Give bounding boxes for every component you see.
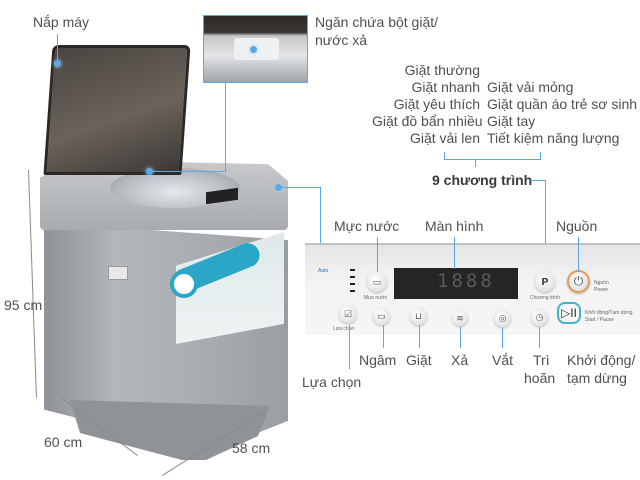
wash-button[interactable]: ⊔	[410, 308, 427, 325]
lid-label: Nắp máy	[33, 14, 90, 30]
rinse-callout: Xả	[451, 352, 469, 368]
select-callout-line	[349, 325, 350, 369]
select-callout: Lựa chọn	[302, 374, 362, 390]
soak-button[interactable]: ▭	[373, 308, 390, 325]
promo-logo-icon	[170, 270, 198, 298]
program-item: Giặt thường	[404, 62, 480, 78]
play-pause-icon: ▷II	[561, 306, 577, 320]
dispenser-callout-dot	[146, 168, 153, 175]
programs-callout-horizontal	[530, 180, 546, 181]
dispenser-inset-dot	[250, 46, 257, 53]
water-level-callout-line	[377, 237, 378, 272]
select-button[interactable]: ☑	[339, 305, 357, 323]
select-button-label: Lựa chọn	[333, 326, 355, 332]
power-callout-line	[578, 237, 579, 272]
power-button-label: Nguồn	[594, 280, 609, 286]
water-level-button-label: Mực nước	[364, 295, 388, 301]
start-pause-sublabel: Start / Pause	[585, 317, 614, 323]
water-level-button[interactable]: ▭	[367, 272, 387, 292]
side-label-tag	[108, 266, 128, 280]
delay-callout-line	[539, 327, 540, 348]
height-dimension-line	[28, 169, 37, 398]
water-level-bar	[350, 283, 355, 285]
program-item: Giặt nhanh	[411, 79, 481, 95]
program-button-label: Chương trình	[530, 295, 560, 301]
checkbox-icon: ☑	[343, 308, 353, 319]
panel-callout-vertical	[320, 187, 321, 244]
programs-bracket-stem	[475, 159, 476, 167]
lcd-digits: 1888	[437, 270, 495, 292]
display-callout: Màn hình	[425, 218, 484, 234]
dispenser-callout-vertical	[225, 83, 226, 171]
soak-icon: ▭	[377, 311, 386, 321]
power-button-sublabel: Power	[594, 287, 609, 293]
dispenser-callout-horizontal	[149, 171, 226, 172]
program-button[interactable]: P	[535, 272, 555, 292]
water-level-callout: Mực nước	[334, 218, 400, 234]
program-item: Giặt vải len	[409, 130, 480, 146]
programs-right-column: Giặt vải mỏng Giặt quần áo trẻ sơ sinh G…	[487, 79, 637, 147]
power-button[interactable]: ⏻	[567, 270, 590, 293]
start-callout-line2: tạm dừng	[567, 370, 627, 386]
water-level-bar	[350, 290, 355, 292]
program-item: Giặt tay	[487, 113, 536, 129]
water-level-bar	[350, 276, 355, 278]
rinse-icon: ≋	[456, 312, 464, 323]
lcd-display	[394, 268, 518, 299]
wash-callout: Giặt	[406, 352, 432, 368]
lid-callout-dot	[54, 60, 61, 67]
spin-callout-line	[502, 328, 503, 348]
spin-icon: ◎	[498, 313, 507, 323]
water-level-bar	[350, 269, 355, 271]
spin-callout: Vắt	[492, 352, 514, 368]
width-label: 58 cm	[232, 440, 271, 456]
height-label: 95 cm	[4, 297, 43, 313]
delay-callout-line1: Trì	[533, 352, 550, 368]
start-callout-line1: Khởi động/	[567, 352, 636, 368]
programs-bracket-right	[540, 152, 541, 159]
program-item: Giặt đồ bẩn nhiều	[372, 113, 483, 129]
delay-callout-line2: hoãn	[524, 370, 556, 386]
power-callout: Nguồn	[556, 218, 598, 234]
wash-callout-line	[419, 325, 420, 348]
display-callout-line	[454, 237, 455, 269]
start-pause-label: Khởi động/Tạm dừng	[585, 310, 633, 316]
power-icon: ⏻	[573, 274, 584, 288]
depth-label: 60 cm	[44, 434, 83, 450]
soak-callout: Ngâm	[359, 352, 397, 368]
wash-icon: ⊔	[414, 311, 423, 321]
rinse-button[interactable]: ≋	[452, 310, 468, 326]
spin-button[interactable]: ◎	[494, 310, 511, 327]
programs-summary: 9 chương trình	[432, 172, 533, 188]
panel-callout-horizontal	[281, 187, 321, 188]
programs-bracket-left	[444, 152, 445, 159]
lid-callout-line	[57, 34, 58, 62]
panel-callout-dot	[275, 184, 282, 191]
water-level-auto-text: Auto	[318, 268, 329, 274]
washer-lid	[43, 45, 191, 175]
program-item: Giặt vải mỏng	[487, 79, 574, 95]
program-item: Tiết kiệm năng lượng	[487, 130, 620, 146]
delay-button[interactable]: ◷	[531, 309, 548, 326]
program-item: Giặt quần áo trẻ sơ sinh	[487, 96, 638, 112]
soak-callout-line	[383, 325, 384, 348]
start-pause-button[interactable]: ▷II	[557, 302, 581, 324]
dispenser-label-line1: Ngăn chứa bột giặt/	[315, 14, 439, 30]
dispenser-inset-image	[203, 15, 308, 83]
rinse-callout-line	[460, 327, 461, 348]
programs-callout-vertical	[545, 180, 546, 272]
clock-icon: ◷	[535, 312, 544, 322]
programs-left-column: Giặt thường Giặt nhanh Giặt yêu thích Gi…	[372, 62, 483, 147]
program-item: Giặt yêu thích	[393, 96, 480, 112]
programs-bracket-bottom	[444, 159, 541, 160]
dispenser-label-line2: nước xả	[315, 32, 368, 48]
water-level-icon: ▭	[372, 276, 382, 287]
